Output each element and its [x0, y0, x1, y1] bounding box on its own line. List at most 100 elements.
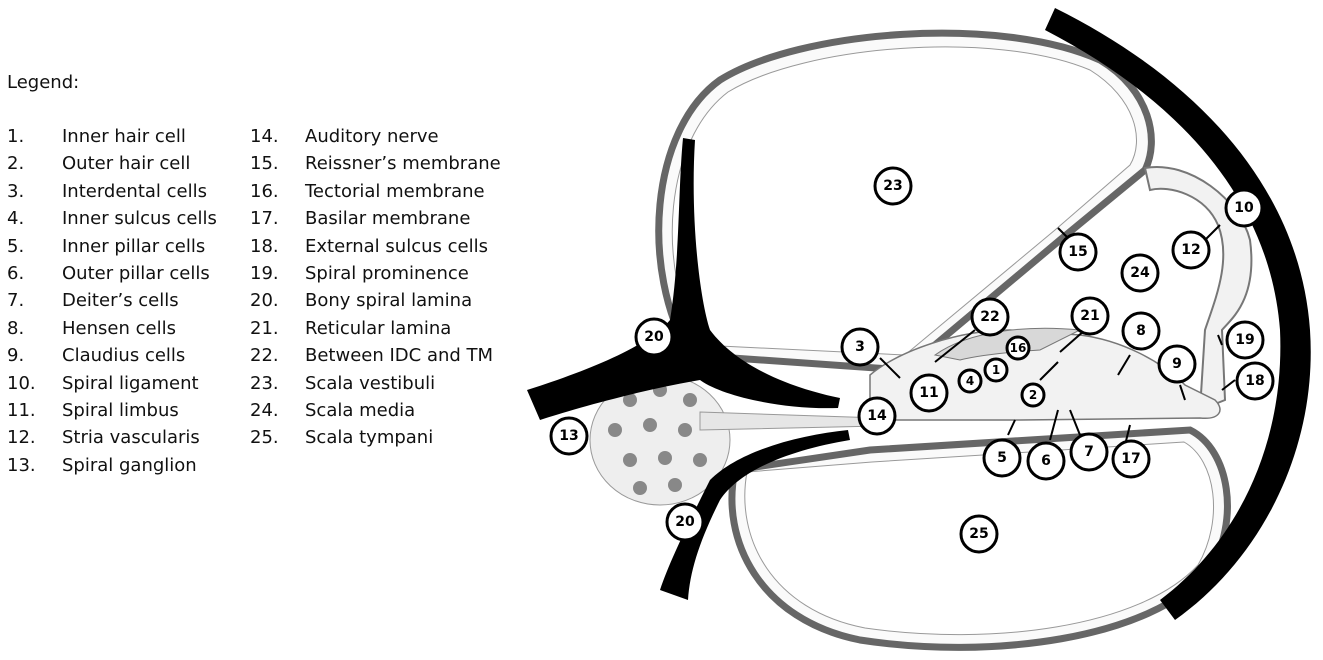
leader-line: [1049, 409, 1059, 441]
legend-item: 12.Stria vascularis: [7, 427, 200, 449]
callout-22: 22: [970, 297, 1010, 337]
callout-19: 19: [1225, 320, 1265, 360]
svg-text:21: 21: [1080, 308, 1099, 324]
svg-text:17: 17: [1121, 451, 1140, 467]
legend-item: 14.Auditory nerve: [250, 126, 439, 147]
legend-item: 1.Inner hair cell: [7, 126, 186, 147]
callout-5: 5: [982, 438, 1022, 478]
legend-item: 4.Inner sulcus cells: [7, 208, 217, 230]
leader-line: [1069, 409, 1081, 436]
svg-text:19: 19: [1235, 332, 1254, 348]
legend-item: 10.Spiral ligament: [7, 372, 199, 394]
legend-item: 19.Spiral prominence: [250, 262, 469, 284]
legend-item: 6.Outer pillar cells: [7, 262, 210, 284]
svg-text:3: 3: [855, 339, 865, 355]
svg-text:20: 20: [644, 329, 664, 345]
svg-text:8: 8: [1136, 323, 1146, 339]
svg-text:11: 11: [919, 385, 938, 401]
legend-item: 25.Scala tympani: [250, 427, 434, 449]
legend-title: Legend:: [7, 72, 80, 93]
svg-text:9: 9: [1172, 356, 1182, 372]
legend-item: 3.Interdental cells: [7, 180, 208, 202]
callout-20-upper: 20: [634, 317, 674, 357]
ganglion-cell: [658, 451, 672, 465]
callout-18: 18: [1235, 361, 1275, 401]
leader-line: [1007, 419, 1016, 436]
callout-10: 10: [1224, 188, 1264, 228]
svg-text:14: 14: [867, 408, 887, 424]
ganglion-cell: [683, 393, 697, 407]
bony-outer-wall: [1045, 8, 1311, 620]
svg-text:2: 2: [1029, 388, 1037, 402]
ganglion-cells: [608, 383, 707, 495]
auditory-nerve: [699, 411, 881, 431]
svg-text:4: 4: [966, 374, 974, 388]
ganglion-cell: [643, 418, 657, 432]
ganglion-cell: [623, 393, 637, 407]
svg-text:7: 7: [1084, 444, 1094, 460]
callout-24: 24: [1120, 253, 1160, 293]
callout-6: 6: [1026, 441, 1066, 481]
leader-line: [934, 329, 976, 363]
callout-3: 3: [840, 327, 880, 367]
legend-column-1: 1.Inner hair cell 2.Outer hair cell 3.In…: [7, 126, 247, 482]
svg-text:6: 6: [1041, 453, 1051, 469]
legend-item: 9.Claudius cells: [7, 345, 186, 367]
svg-text:24: 24: [1130, 265, 1150, 281]
svg-text:18: 18: [1245, 373, 1264, 389]
legend-item: 18.External sulcus cells: [250, 235, 488, 257]
callout-17: 17: [1111, 439, 1151, 479]
svg-text:13: 13: [559, 428, 578, 444]
legend-item: 8.Hensen cells: [7, 317, 176, 339]
leader-line: [1204, 224, 1221, 241]
leader-line: [1117, 354, 1131, 376]
svg-text:15: 15: [1068, 244, 1087, 260]
ganglion-cell: [623, 453, 637, 467]
leader-line: [1059, 329, 1086, 353]
svg-text:25: 25: [969, 526, 988, 542]
legend-item: 20.Bony spiral lamina: [250, 290, 473, 312]
callout-13: 13: [549, 416, 589, 456]
callout-1: 1: [983, 357, 1009, 383]
svg-text:1: 1: [992, 363, 1000, 377]
leader-line: [1179, 384, 1186, 401]
ganglion-cell: [693, 453, 707, 467]
leader-line: [1221, 379, 1236, 391]
callout-14: 14: [857, 396, 897, 436]
svg-text:23: 23: [883, 178, 902, 194]
legend-item: 22.Between IDC and TM: [250, 345, 494, 367]
ganglion-cell: [668, 478, 682, 492]
svg-text:10: 10: [1234, 200, 1254, 216]
svg-text:12: 12: [1181, 242, 1200, 258]
legend-column-2: 14.Auditory nerve 15.Reissner’s membrane…: [250, 126, 520, 455]
svg-text:5: 5: [997, 450, 1007, 466]
callout-8: 8: [1121, 311, 1161, 351]
callout-25: 25: [959, 514, 999, 554]
legend-item: 11.Spiral limbus: [7, 399, 179, 421]
callout-4: 4: [957, 368, 983, 394]
callout-11: 11: [909, 373, 949, 413]
callout-21: 21: [1070, 296, 1110, 336]
legend-item: 13.Spiral ganglion: [7, 454, 197, 476]
callout-7: 7: [1069, 432, 1109, 472]
legend-item: 16.Tectorial membrane: [250, 180, 485, 202]
callout-15: 15: [1058, 232, 1098, 272]
callout-12: 12: [1171, 230, 1211, 270]
bony-spiral-lamina-upper: [527, 138, 840, 420]
callout-9: 9: [1157, 344, 1197, 384]
svg-text:22: 22: [980, 309, 999, 325]
callout-23: 23: [873, 166, 913, 206]
svg-text:20: 20: [675, 514, 695, 530]
ganglion-cell: [633, 481, 647, 495]
legend-item: 5.Inner pillar cells: [7, 235, 206, 257]
legend-item: 23.Scala vestibuli: [250, 372, 436, 394]
ganglion-cell: [678, 423, 692, 437]
svg-text:16: 16: [1010, 341, 1027, 355]
legend-item: 2.Outer hair cell: [7, 153, 191, 175]
legend-item: 15.Reissner’s membrane: [250, 153, 501, 175]
legend-item: 24.Scala media: [250, 399, 416, 421]
legend-item: 21.Reticular lamina: [250, 317, 452, 339]
legend-item: 17.Basilar membrane: [250, 208, 471, 230]
legend-item: 7.Deiter’s cells: [7, 290, 179, 312]
